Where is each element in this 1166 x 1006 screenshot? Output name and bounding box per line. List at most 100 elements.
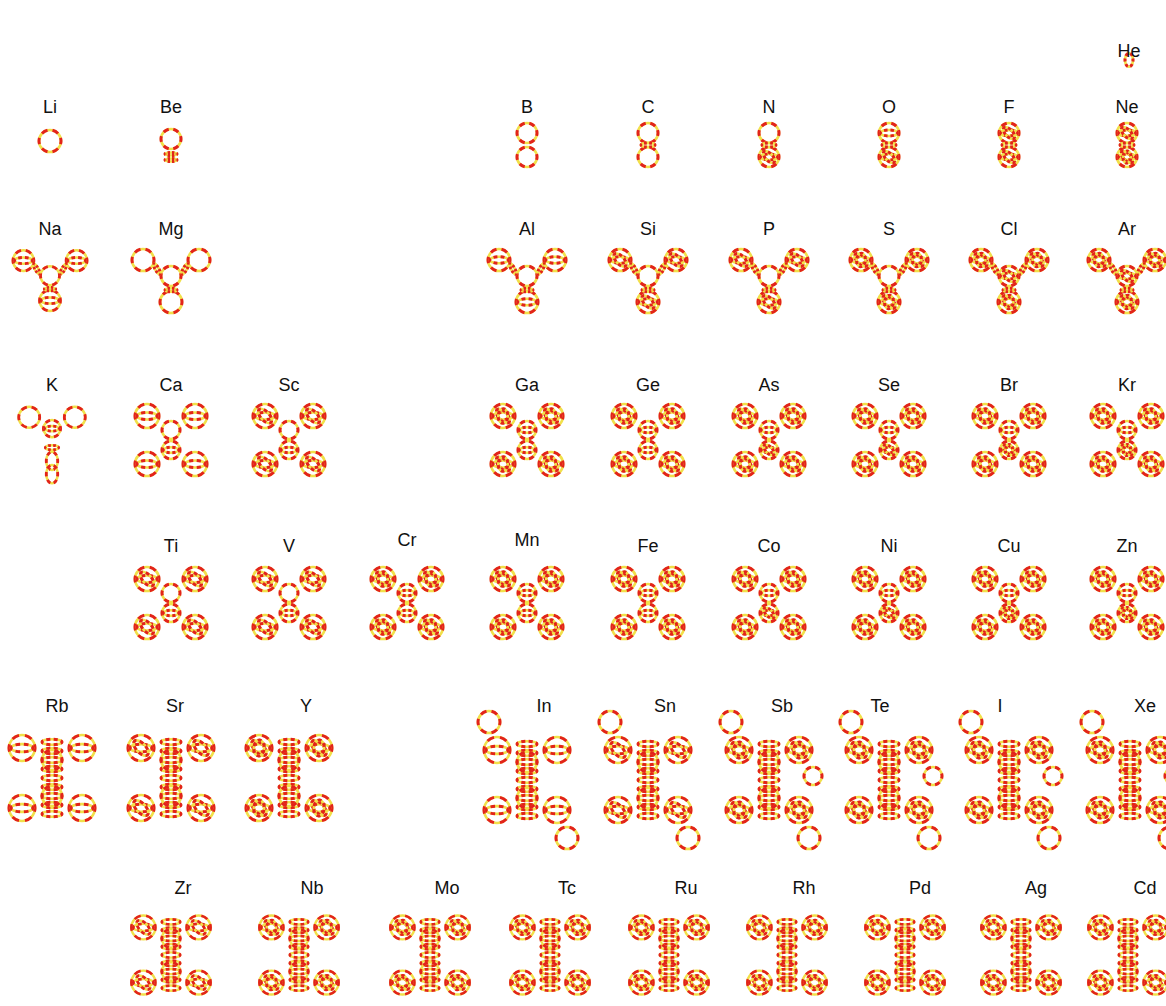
cluster-structure xyxy=(850,249,928,313)
cluster-structure xyxy=(135,404,207,476)
ring-bond xyxy=(279,775,299,781)
ring-atom xyxy=(804,767,822,785)
ring-atom xyxy=(1119,268,1134,284)
ring xyxy=(1136,263,1145,275)
ring xyxy=(789,251,806,268)
ring xyxy=(486,746,508,754)
ring xyxy=(1001,590,1016,595)
ring xyxy=(186,618,204,637)
ring xyxy=(59,263,68,275)
cluster-structure xyxy=(609,249,687,313)
ring-bond xyxy=(279,757,299,763)
ring-atom xyxy=(135,404,159,428)
ring-bond xyxy=(546,746,568,754)
ring-bond xyxy=(762,143,776,147)
ring-atom xyxy=(758,291,780,313)
ring xyxy=(517,759,537,765)
ring xyxy=(161,757,181,763)
ring-bond xyxy=(761,427,776,432)
ring-atom xyxy=(638,147,658,167)
ring-bond xyxy=(759,741,779,747)
ring-atom xyxy=(798,827,820,849)
ring-atom xyxy=(135,615,159,639)
ring-atom xyxy=(484,737,510,763)
ring xyxy=(517,266,537,286)
ring xyxy=(281,447,296,452)
cluster-structure xyxy=(246,735,332,821)
ring xyxy=(516,291,538,313)
ring xyxy=(605,797,631,823)
cluster-structure xyxy=(879,123,899,167)
ring xyxy=(188,795,214,821)
ring-bond xyxy=(517,741,537,747)
ring xyxy=(163,447,178,452)
ring-bond xyxy=(42,811,62,817)
ring xyxy=(42,775,62,781)
ring xyxy=(608,800,628,820)
ring-atom xyxy=(720,711,742,733)
ring-bond xyxy=(1001,427,1016,432)
ring-bond xyxy=(519,447,534,452)
ring xyxy=(45,445,58,450)
ring xyxy=(758,291,780,313)
ring xyxy=(1001,268,1016,284)
ring xyxy=(786,249,808,271)
ring xyxy=(484,737,510,763)
ring xyxy=(898,263,907,275)
ring xyxy=(253,404,277,428)
ring xyxy=(657,263,666,275)
ring xyxy=(165,153,177,156)
ring xyxy=(183,615,207,639)
ring-bond xyxy=(279,793,299,799)
ring xyxy=(1005,444,1013,455)
ring xyxy=(131,738,151,758)
cluster-structure xyxy=(19,407,86,484)
ring-bond xyxy=(45,426,60,431)
ring-bond xyxy=(881,130,898,136)
ring-bond xyxy=(42,757,62,763)
ring-bond xyxy=(519,610,534,615)
ring-atom xyxy=(188,735,214,761)
ring xyxy=(881,427,896,432)
ring xyxy=(301,615,325,639)
ring xyxy=(183,567,207,591)
ring xyxy=(280,584,298,602)
ring-bond xyxy=(638,777,658,783)
ring-atom xyxy=(304,570,322,589)
ring xyxy=(165,159,177,162)
ring xyxy=(183,452,207,476)
ring-atom xyxy=(484,797,510,823)
ring-atom xyxy=(668,740,688,760)
ring xyxy=(612,251,629,268)
ring xyxy=(478,711,500,733)
ring xyxy=(11,744,33,752)
ring xyxy=(536,263,545,275)
ring-bond xyxy=(399,590,414,595)
ring-bond xyxy=(882,143,896,147)
ring-bond xyxy=(163,447,178,452)
ring xyxy=(162,584,180,602)
ring xyxy=(641,143,655,147)
ring-atom xyxy=(517,147,537,167)
ring xyxy=(64,407,85,428)
ring xyxy=(638,795,658,801)
ring xyxy=(759,813,779,819)
ring-bond xyxy=(185,460,205,467)
ring-bond xyxy=(486,806,508,814)
ring xyxy=(519,610,534,615)
ring-atom xyxy=(665,797,691,823)
ring xyxy=(135,452,159,476)
ring xyxy=(191,798,211,818)
ring-atom xyxy=(516,291,538,313)
ring-atom xyxy=(13,250,34,271)
ring-atom xyxy=(138,570,156,589)
ring xyxy=(1001,149,1016,165)
ring-bond xyxy=(490,257,509,264)
ring xyxy=(1119,427,1134,432)
cluster-structure xyxy=(612,404,684,476)
ring-atom xyxy=(191,738,211,758)
ring xyxy=(39,130,61,152)
ring-bond xyxy=(11,744,33,752)
ring xyxy=(759,759,779,765)
